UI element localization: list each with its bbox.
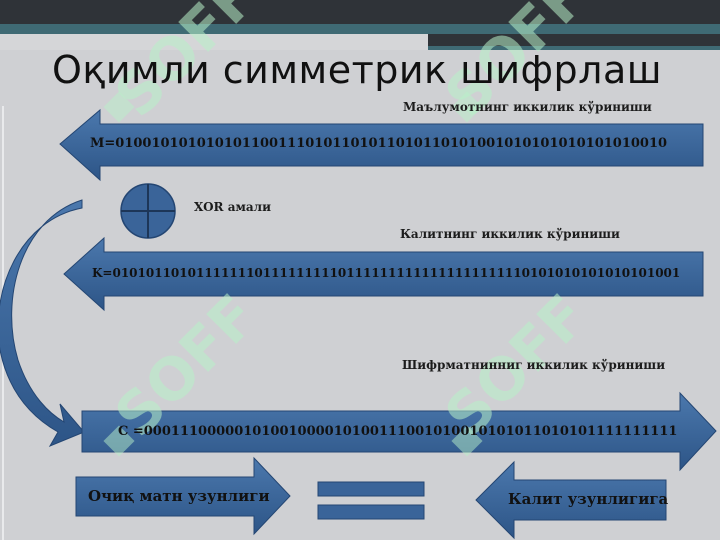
cipher-bits: C =0001110000010100100001010011100101001… bbox=[118, 424, 678, 439]
header-stripe bbox=[0, 24, 720, 34]
key-length-arrow bbox=[475, 460, 667, 540]
watermark-mark-1 bbox=[103, 91, 135, 123]
header-tab-stripe bbox=[428, 46, 720, 50]
key-arrow bbox=[63, 236, 704, 312]
equals-top-bar bbox=[317, 481, 425, 497]
equals-bottom-bar bbox=[317, 504, 425, 520]
header-bar bbox=[0, 0, 720, 24]
key-caption: Калитнинг иккилик кўриниши bbox=[400, 227, 620, 241]
watermark-mark-3 bbox=[103, 425, 135, 457]
plaintext-arrow bbox=[59, 108, 704, 182]
page-title: Оқимли симметрик шифрлаш bbox=[52, 48, 662, 92]
plaintext-bits: M=01001010101010110011101011010110101101… bbox=[90, 136, 668, 151]
cipher-arrow bbox=[81, 391, 717, 472]
cipher-caption: Шифрматнинниг иккилик кўриниши bbox=[402, 358, 666, 372]
plaintext-length-arrow bbox=[75, 456, 291, 536]
xor-label: XOR амали bbox=[194, 200, 272, 214]
xor-circle-icon bbox=[120, 183, 176, 239]
watermark-mark-2 bbox=[451, 91, 483, 123]
watermark-mark-4 bbox=[451, 425, 483, 457]
curved-flow-arrow bbox=[0, 199, 85, 448]
key-bits: K=01010110101111111011111111101111111111… bbox=[92, 266, 681, 280]
plaintext-caption: Маълумотнинг иккилик кўриниши bbox=[403, 100, 652, 114]
key-length-label: Калит узунлигига bbox=[508, 490, 669, 508]
plaintext-length-label: Очиқ матн узунлиги bbox=[88, 487, 270, 505]
